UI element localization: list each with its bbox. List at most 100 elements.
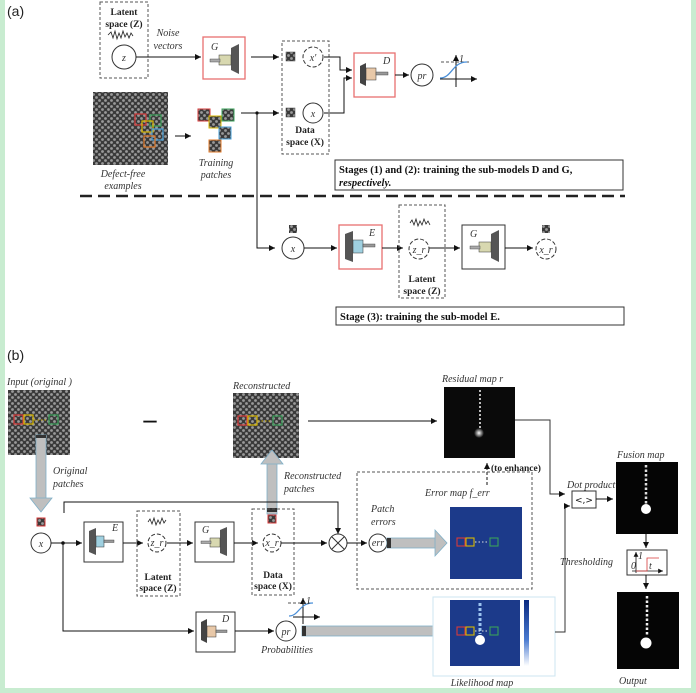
threshold-zero-label: 0 <box>631 561 636 572</box>
discriminator-label-b: D <box>221 614 230 625</box>
generator-icon-b <box>200 527 227 556</box>
arrow-x-to-d <box>324 75 352 114</box>
generator-label-a: G <box>211 42 218 53</box>
defect-free-label-2: examples <box>104 181 141 192</box>
input-original-label: Input (original ) <box>6 377 73 388</box>
recon-patch-thumbnail <box>267 514 277 524</box>
pr-node-b <box>275 620 297 642</box>
zr-node-label-b: z_r <box>150 538 164 549</box>
sigmoid-label-a: 1 <box>459 54 464 65</box>
arrow-x-to-d-b <box>62 543 194 634</box>
xr-node-label-a: x_r <box>538 245 552 256</box>
x-node-label-b: x <box>38 539 44 550</box>
patch-marker-blue <box>151 128 164 141</box>
patch-marker-red <box>134 113 147 126</box>
data-space-label-1-a: Data <box>295 126 315 136</box>
latent-space-box-b <box>136 510 181 597</box>
error-patch-yellow <box>465 537 475 547</box>
panel-b-label: (b) <box>7 347 24 363</box>
encoder-icon-b <box>89 528 115 555</box>
arrow-xprime-to-d <box>324 56 352 73</box>
output-image <box>617 592 679 669</box>
err-node-label: err <box>372 538 384 549</box>
arrow-likelihood-to-dot <box>555 503 570 633</box>
noise-signal-icon-a3 <box>409 217 431 228</box>
encoder-label-a: E <box>368 228 375 239</box>
error-map-label: Error map f_err <box>424 488 490 499</box>
dot-product-label: Dot product <box>566 480 615 491</box>
latent-space-label-b-2: space (Z) <box>139 583 176 594</box>
pr-node-a <box>410 63 434 87</box>
x-node-label-a: x <box>310 109 316 120</box>
likelihood-patch-yellow <box>465 626 475 636</box>
arrow-x-to-multiplier <box>63 501 341 534</box>
likelihood-map-label: Likelihood map <box>450 678 514 688</box>
output-defect-spot <box>640 637 652 649</box>
stage3-input-thumbnail <box>289 225 297 233</box>
likelihood-colorbar <box>524 600 529 666</box>
original-patches-arrow <box>29 434 53 513</box>
data-space-label-b-1: Data <box>263 571 283 581</box>
reconstructed-patches-label-1: Reconstructed <box>283 471 342 482</box>
patch-marker-orange <box>143 135 156 148</box>
latent-space-box-a3 <box>398 204 446 299</box>
reconstructed-label: Reconstructed <box>232 381 291 392</box>
latent-space-label-1: Latent <box>111 8 139 18</box>
patch-marker-yellow <box>141 120 154 133</box>
sigmoid-plot-icon-b <box>288 598 320 624</box>
pr-node-label-b: pr <box>281 627 291 638</box>
minus-operator: – <box>143 405 158 434</box>
stage12-caption-box <box>334 159 624 191</box>
generator-label-a3: G <box>470 229 477 240</box>
reconstructed-patches-arrow <box>260 449 284 515</box>
input-patch-red <box>13 414 24 425</box>
input-patch-green <box>48 414 59 425</box>
recon-patch-green <box>272 415 283 426</box>
dot-product-symbol: <,> <box>575 496 593 506</box>
step-function-icon <box>632 552 663 574</box>
likelihood-defect-spot <box>475 635 485 645</box>
fusion-map-label: Fusion map <box>616 450 665 461</box>
recon-patch-red <box>237 415 248 426</box>
encoder-icon <box>345 231 376 262</box>
likelihood-patch-red <box>456 626 466 636</box>
latent-space-box <box>99 1 149 79</box>
panel-a-label: (a) <box>7 3 24 19</box>
x-prime-node <box>302 46 324 68</box>
latent-space-label-b-1: Latent <box>145 573 173 583</box>
reconstructed-patches-label-2: patches <box>283 484 315 495</box>
probabilities-arrow <box>301 616 451 646</box>
zr-node-a <box>408 238 430 260</box>
noise-vectors-label-2: vectors <box>154 41 183 52</box>
residual-map-label: Residual map r <box>441 374 503 385</box>
recon-patch-yellow <box>247 415 258 426</box>
threshold-t-label: t <box>649 561 652 572</box>
encoder-label-b: E <box>111 523 118 534</box>
error-patch-red <box>456 537 466 547</box>
patch-errors-label-1: Patch <box>370 504 394 515</box>
discriminator-icon-b <box>201 619 228 643</box>
thresholding-label: Thresholding <box>560 557 613 568</box>
residual-defect-spot <box>474 428 484 438</box>
x-node-a <box>302 102 324 124</box>
error-patch-green <box>489 537 499 547</box>
generator-icon <box>209 44 239 74</box>
generator-label-b: G <box>202 525 209 536</box>
input-patch-thumbnail <box>36 517 46 527</box>
latent-space-label-2: space (Z) <box>105 19 142 30</box>
input-patch-yellow <box>23 414 34 425</box>
discriminator-icon <box>360 63 389 86</box>
fusion-defect-spot <box>641 504 651 514</box>
pr-node-label-a: pr <box>417 71 427 82</box>
defect-free-label-1: Defect-free <box>100 169 146 180</box>
likelihood-patch-green <box>489 626 499 636</box>
arrow-patches-to-stage3 <box>256 113 275 251</box>
zr-node-b <box>147 533 167 553</box>
output-label: Output <box>619 676 647 687</box>
stage12-caption-line2: respectively. <box>339 178 391 189</box>
patch-errors-label-2: errors <box>371 517 396 528</box>
original-patches-label-1: Original <box>53 466 88 477</box>
x-prime-label: x' <box>309 53 317 64</box>
fake-patch-thumbnail <box>285 51 296 62</box>
data-space-label-b-2: space (X) <box>254 581 292 592</box>
